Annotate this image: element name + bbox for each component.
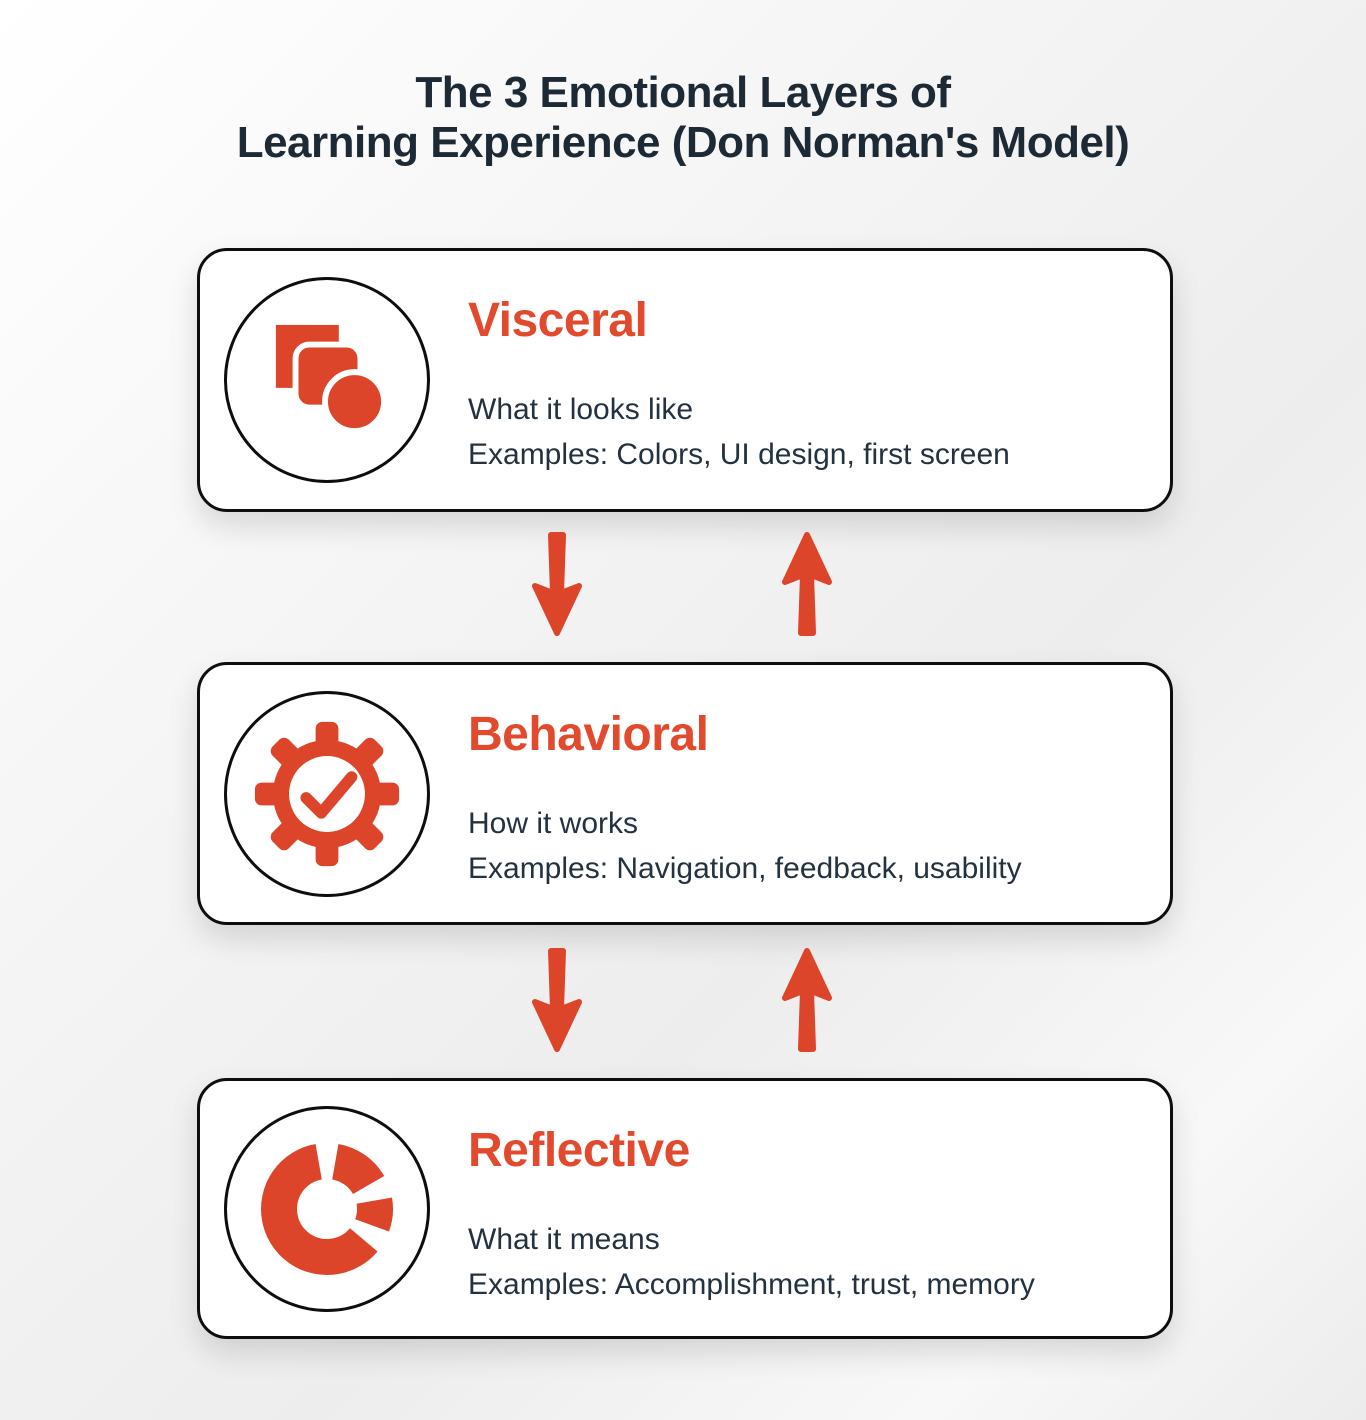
- behavioral-icon-circle: [224, 690, 430, 897]
- behavioral-description: How it works Examples: Navigation, feedb…: [468, 801, 1140, 891]
- reflective-card-body: Reflective What it means Examples: Accom…: [468, 1125, 1140, 1307]
- donut-chart-icon: [261, 1142, 393, 1275]
- reflective-heading: Reflective: [468, 1124, 690, 1177]
- reflective-icon-circle: [224, 1105, 430, 1312]
- reflective-description-line1: What it means: [468, 1223, 660, 1256]
- connector-visceral-behavioral: [0, 531, 1366, 643]
- visceral-description-line1: What it looks like: [468, 393, 694, 426]
- visceral-card-body: Visceral What it looks like Examples: Co…: [468, 295, 1140, 477]
- visceral-heading: Visceral: [468, 294, 648, 347]
- up-arrow-icon: [782, 948, 832, 1052]
- layer-card-reflective: Reflective What it means Examples: Accom…: [197, 1078, 1173, 1339]
- layer-card-visceral: Visceral What it looks like Examples: Co…: [197, 248, 1173, 512]
- behavioral-description-line2: Examples: Navigation, feedback, usabilit…: [468, 852, 1022, 885]
- reflective-description: What it means Examples: Accomplishment, …: [468, 1217, 1140, 1307]
- page-title: The 3 Emotional Layers of Learning Exper…: [0, 68, 1366, 168]
- gear-checkmark-icon: [254, 721, 400, 866]
- behavioral-card-body: Behavioral How it works Examples: Naviga…: [468, 709, 1140, 891]
- reflective-description-line2: Examples: Accomplishment, trust, memory: [468, 1268, 1035, 1301]
- up-arrow-icon: [782, 532, 832, 636]
- visceral-description-line2: Examples: Colors, UI design, first scree…: [468, 438, 1010, 471]
- connector-behavioral-reflective: [0, 947, 1366, 1059]
- page-title-line1: The 3 Emotional Layers of: [415, 68, 951, 117]
- behavioral-heading: Behavioral: [468, 708, 709, 761]
- behavioral-description-line1: How it works: [468, 807, 639, 840]
- layer-card-behavioral: Behavioral How it works Examples: Naviga…: [197, 662, 1173, 925]
- visceral-description: What it looks like Examples: Colors, UI …: [468, 387, 1140, 477]
- down-arrow-icon: [532, 948, 582, 1052]
- overlapping-shapes-icon: [275, 324, 386, 435]
- visceral-icon-circle: [224, 277, 430, 483]
- down-arrow-icon: [532, 532, 582, 636]
- page-title-line2: Learning Experience (Don Norman's Model): [236, 118, 1130, 167]
